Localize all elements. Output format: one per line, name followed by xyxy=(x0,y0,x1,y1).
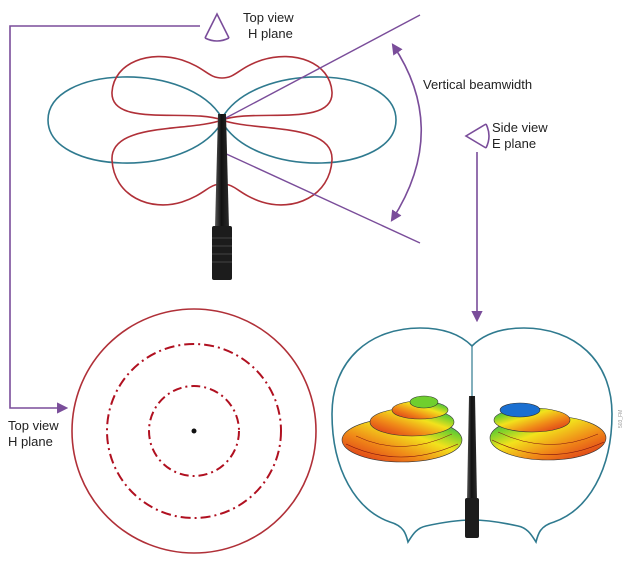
beamwidth-line-upper xyxy=(221,14,421,121)
figure-code: 503_FM xyxy=(618,410,624,428)
beamwidth-line-lower xyxy=(221,151,421,244)
label-h-plane-bottom: H plane xyxy=(8,434,53,449)
eye-icon-side xyxy=(464,123,490,149)
label-vertical-beamwidth: Vertical beamwidth xyxy=(423,77,532,92)
label-h-plane: H plane xyxy=(248,26,293,41)
h-plane-ring-inner xyxy=(148,385,240,477)
label-e-plane: E plane xyxy=(492,136,536,151)
3d-lobe-left xyxy=(341,395,463,463)
horizontal-lobe-right xyxy=(221,76,397,164)
3d-lobe-right xyxy=(489,402,607,461)
antenna-bottom xyxy=(465,396,479,538)
beamwidth-arc xyxy=(390,43,422,222)
h-plane-ring-middle xyxy=(106,343,282,519)
label-side-view: Side view xyxy=(492,120,548,135)
h-plane-center-dot xyxy=(191,428,197,434)
label-top-view: Top view xyxy=(243,10,294,25)
antenna-top xyxy=(212,114,232,280)
connector-bracket xyxy=(9,25,200,414)
label-top-view-bottom: Top view xyxy=(8,418,59,433)
h-plane-outer-circle xyxy=(71,308,317,554)
horizontal-lobe-left xyxy=(47,76,223,164)
eye-icon-top xyxy=(204,12,230,42)
